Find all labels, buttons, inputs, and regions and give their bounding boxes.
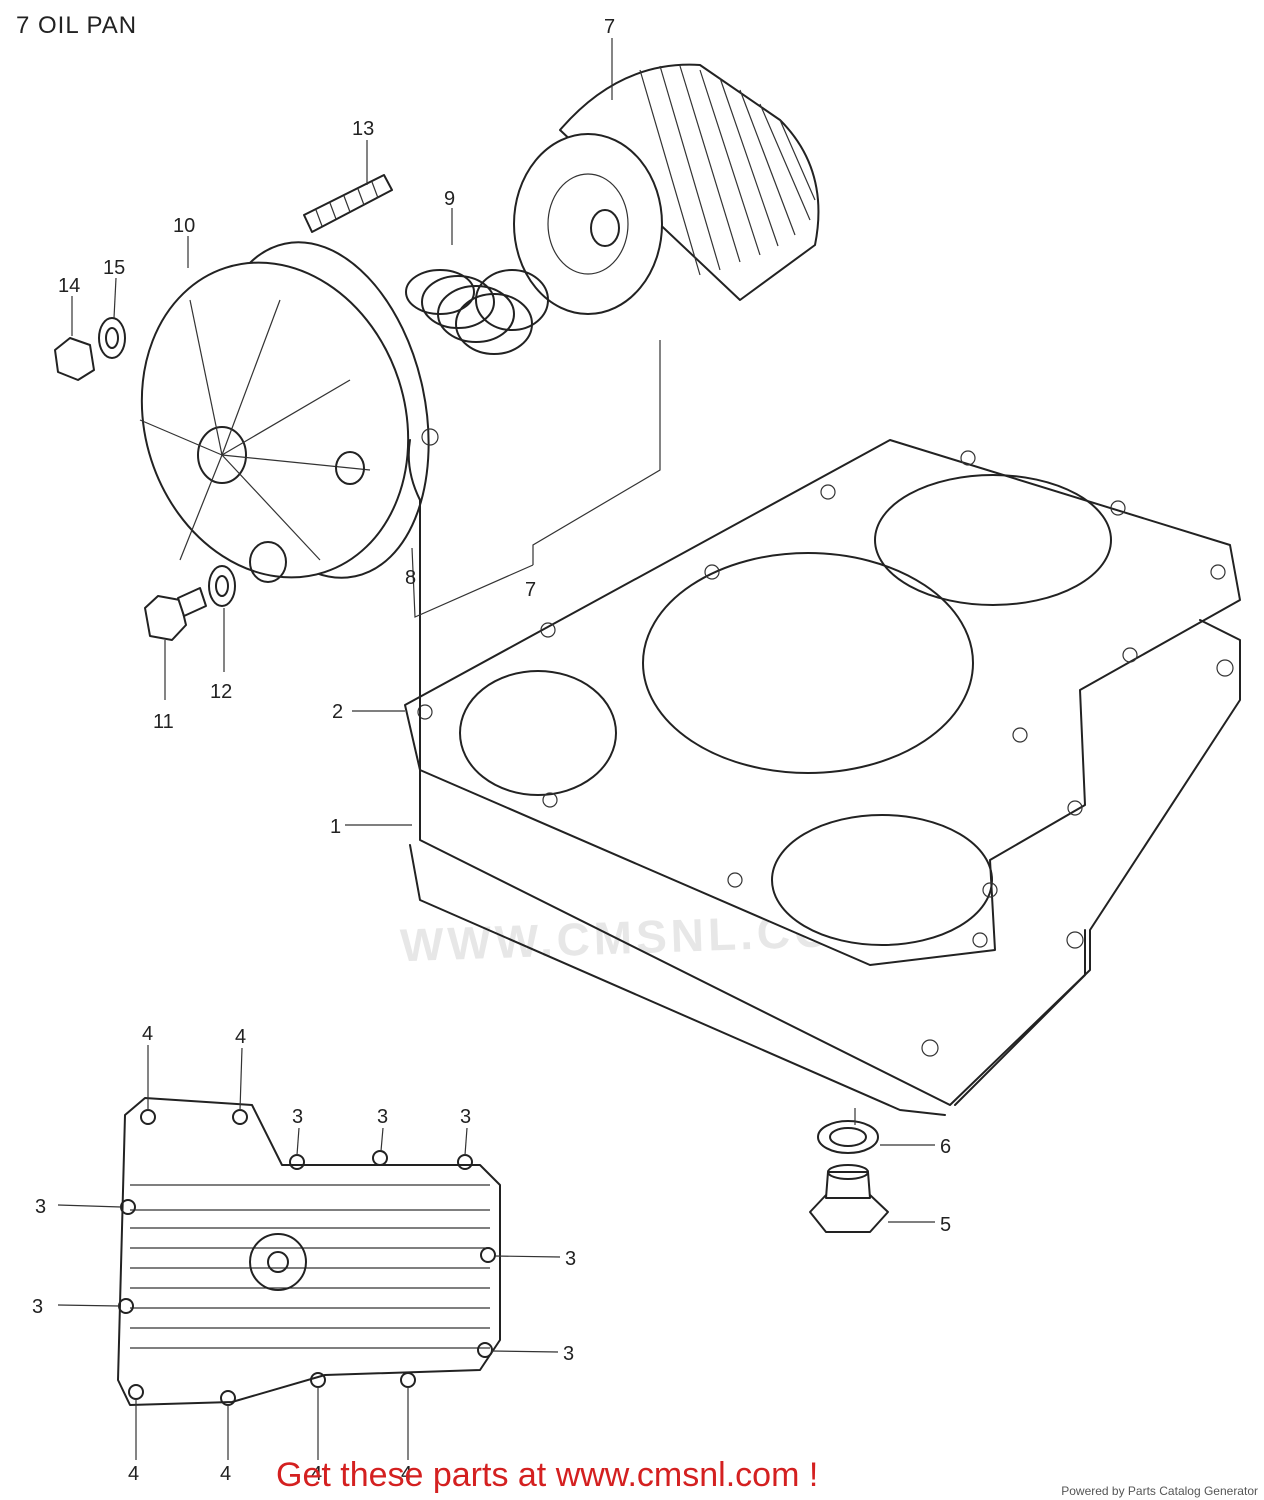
part-label-4-bottom-3: 4: [311, 1463, 322, 1485]
part-label-6: 6: [940, 1136, 951, 1158]
part-label-8: 8: [405, 567, 416, 589]
filter-cover-drawing: [139, 241, 430, 583]
oil-pan-bottom-view-drawing: [117, 1097, 501, 1406]
part-label-12: 12: [210, 681, 232, 703]
part-label-4-top-left: 4: [142, 1023, 153, 1045]
part-label-4-bottom-4: 4: [401, 1463, 412, 1485]
get-parts-link[interactable]: Get these parts at www.cmsnl.com !: [276, 1456, 819, 1494]
part-label-9: 9: [444, 188, 455, 210]
part-label-7: 7: [604, 16, 615, 38]
small-fasteners-drawing: [54, 317, 236, 641]
part-label-14: 14: [58, 275, 80, 297]
part-label-2: 2: [332, 701, 343, 723]
part-label-7b: 7: [525, 579, 536, 601]
part-label-4-bottom-1: 4: [128, 1463, 139, 1485]
oil-filter-drawing: [513, 63, 820, 315]
part-label-15: 15: [103, 257, 125, 279]
part-label-3-g: 3: [563, 1343, 574, 1365]
part-label-1: 1: [330, 816, 341, 838]
part-label-3-b: 3: [377, 1106, 388, 1128]
part-label-10: 10: [173, 215, 195, 237]
part-label-3-d: 3: [35, 1196, 46, 1218]
part-label-5: 5: [940, 1214, 951, 1236]
part-label-3-c: 3: [460, 1106, 471, 1128]
stud-bolt-drawing: [303, 174, 393, 233]
drain-fasteners-drawing: [809, 1120, 889, 1233]
powered-by-text: Powered by Parts Catalog Generator: [1061, 1484, 1258, 1498]
part-label-3-e: 3: [565, 1248, 576, 1270]
leader-lines: [57, 38, 935, 1460]
part-label-4-bottom-2: 4: [220, 1463, 231, 1485]
oil-pan-gasket-drawing: [404, 439, 1241, 966]
part-labels: 7 13 9 10 15 14 8 7 12 11 2 1 6 5 4 4 3 …: [32, 16, 951, 1485]
oil-pan-body-drawing: [407, 428, 1241, 1116]
part-label-3-f: 3: [32, 1296, 43, 1318]
part-label-4-top-right: 4: [235, 1026, 246, 1048]
part-label-11: 11: [153, 711, 174, 733]
page-title: 7 OIL PAN: [16, 12, 138, 39]
part-label-3-a: 3: [292, 1106, 303, 1128]
spring-drawing: [405, 269, 549, 355]
part-label-13: 13: [352, 118, 374, 140]
